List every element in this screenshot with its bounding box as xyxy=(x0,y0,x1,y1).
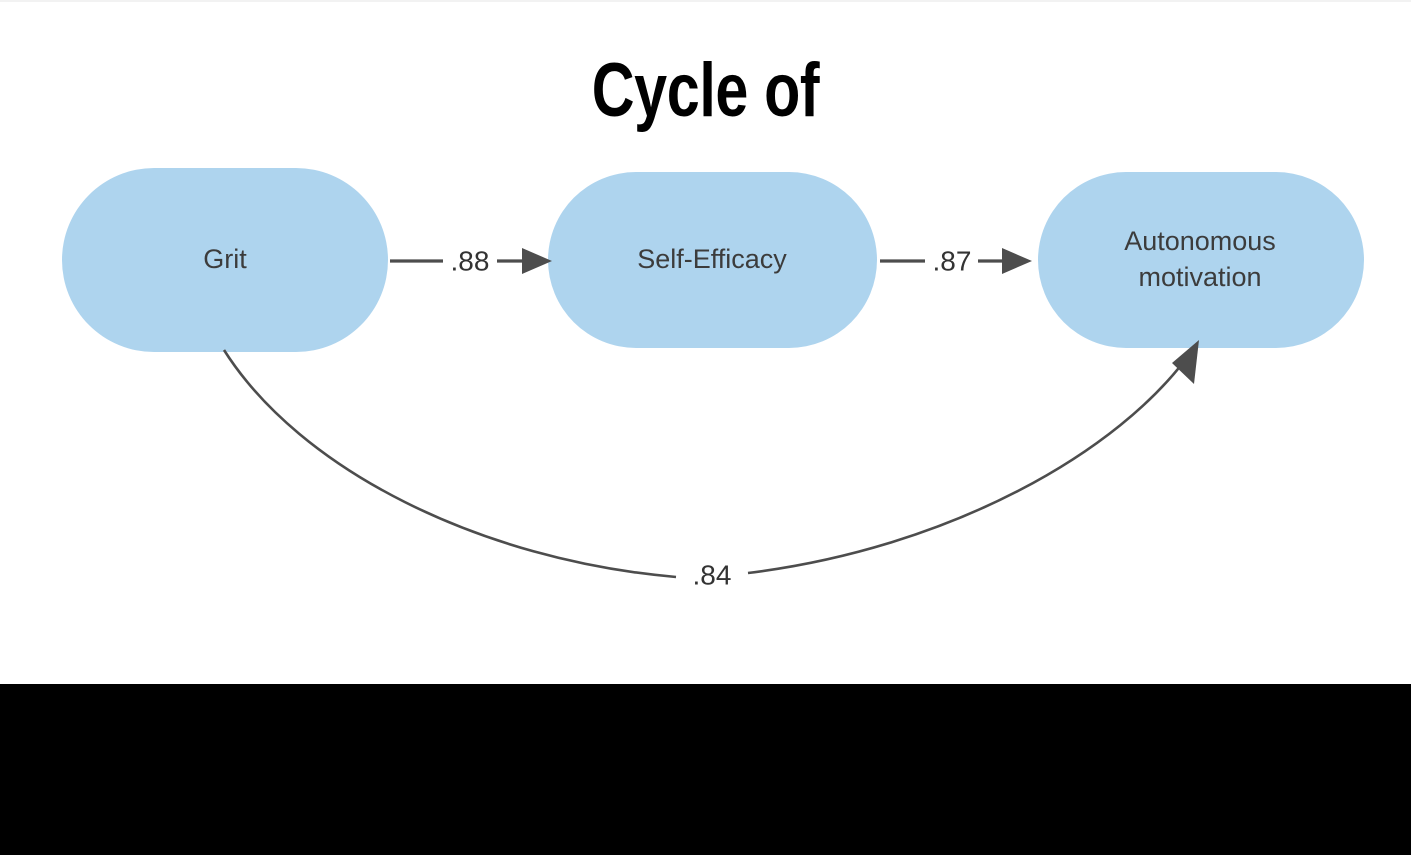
edge-self-efficacy-to-autonomous-motivation-label: .87 xyxy=(933,245,972,276)
node-autonomous-motivation-shape xyxy=(1038,172,1364,348)
node-autonomous-motivation[interactable]: Autonomous motivation xyxy=(1038,172,1364,348)
edge-grit-to-autonomous-motivation-arrowhead xyxy=(1172,340,1199,384)
node-grit-label: Grit xyxy=(203,244,247,274)
page-title: Cycle of xyxy=(591,48,820,133)
edge-self-efficacy-to-autonomous-motivation-arrowhead xyxy=(1002,248,1032,274)
top-edge-hairline xyxy=(0,0,1411,2)
edge-grit-to-autonomous-motivation-curve-left xyxy=(222,349,677,579)
node-grit[interactable]: Grit xyxy=(62,168,388,352)
edge-grit-to-autonomous-motivation-label: .84 xyxy=(693,559,732,590)
node-grit-shape xyxy=(62,168,388,352)
edge-self-efficacy-to-autonomous-motivation[interactable]: .87 xyxy=(880,245,1032,276)
node-autonomous-motivation-label-line1: Autonomous xyxy=(1124,226,1276,256)
edge-grit-to-autonomous-motivation-curve-right xyxy=(747,351,1193,575)
edge-grit-to-self-efficacy-arrowhead xyxy=(522,248,552,274)
edge-grit-to-self-efficacy[interactable]: .88 xyxy=(390,245,552,276)
edge-grit-to-autonomous-motivation[interactable]: .84 xyxy=(222,340,1199,590)
node-self-efficacy-label: Self-Efficacy xyxy=(637,244,787,274)
edge-grit-to-self-efficacy-label: .88 xyxy=(451,245,490,276)
node-self-efficacy[interactable]: Self-Efficacy xyxy=(548,172,877,348)
node-self-efficacy-shape xyxy=(548,172,877,348)
node-autonomous-motivation-label-line2: motivation xyxy=(1138,262,1261,292)
bottom-letterbox-bar xyxy=(0,684,1411,855)
